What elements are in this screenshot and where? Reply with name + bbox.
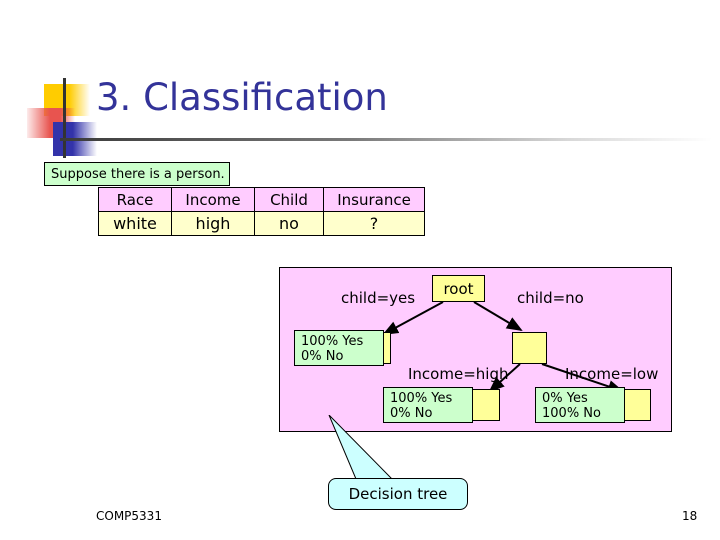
leaf-line-no: 0% No — [390, 406, 433, 421]
edge-label-child-no: child=no — [517, 289, 584, 307]
tree-edges — [382, 301, 624, 393]
leaf-result-child-yes: 100% Yes 0% No — [294, 330, 384, 366]
person-table: Race Income Child Insurance white high n… — [98, 187, 425, 236]
leaf-line-no: 0% No — [301, 349, 344, 364]
footer-course-code: COMP5331 — [96, 509, 162, 523]
title-horizontal-rule — [60, 138, 712, 141]
edge-label-child-yes: child=yes — [341, 289, 416, 307]
header-income: Income — [171, 187, 255, 212]
leaf-line-yes: 100% Yes — [301, 334, 364, 349]
callout-text: Decision tree — [348, 485, 448, 503]
tree-node-root-label: root — [443, 279, 474, 298]
suppose-text: Suppose there is a person. — [51, 166, 225, 182]
header-insurance: Insurance — [323, 187, 425, 212]
edge-label-income-low: Income=low — [565, 365, 659, 383]
header-race: Race — [98, 187, 172, 212]
leaf-line-no: 100% No — [542, 406, 601, 421]
cell-income: high — [171, 211, 255, 236]
cell-child: no — [254, 211, 324, 236]
leaf-line-yes: 0% Yes — [542, 391, 588, 406]
table-header-row: Race Income Child Insurance — [98, 187, 425, 212]
footer-page-number: 18 — [682, 509, 698, 523]
decoration-vertical-line — [63, 78, 66, 158]
table-row: white high no ? — [98, 211, 425, 236]
suppose-callout: Suppose there is a person. — [44, 162, 230, 186]
page-title: 3. Classification — [96, 76, 388, 119]
decision-tree-callout: Decision tree — [328, 478, 468, 510]
leaf-line-yes: 100% Yes — [390, 391, 453, 406]
tree-node-child-no — [512, 332, 547, 364]
leaf-result-income-high: 100% Yes 0% No — [383, 387, 473, 423]
cell-insurance: ? — [323, 211, 425, 236]
tree-node-root: root — [432, 275, 485, 302]
leaf-result-income-low: 0% Yes 100% No — [535, 387, 625, 423]
edge-label-income-high: Income=high — [408, 365, 509, 383]
decision-tree-panel: root child=yes child=no Income=high Inco… — [279, 267, 672, 432]
header-child: Child — [254, 187, 324, 212]
cell-race: white — [98, 211, 172, 236]
